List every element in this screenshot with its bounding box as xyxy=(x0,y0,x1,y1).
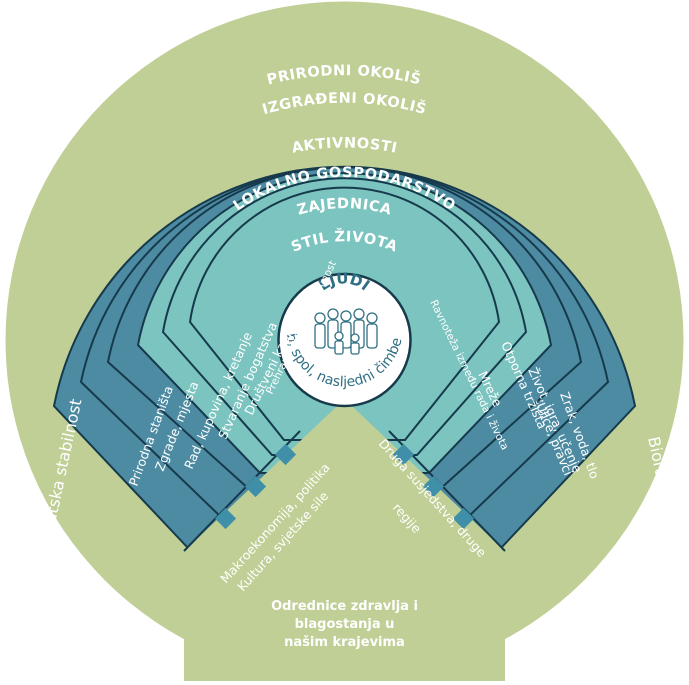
arrow-icon xyxy=(452,507,475,530)
people-group-icon xyxy=(314,308,378,355)
band-title: ZAJEDNICA xyxy=(296,196,394,219)
bottom-label-line-1: Odrednice zdravlja i xyxy=(271,599,418,614)
band-title: AKTIVNOSTI xyxy=(291,135,399,156)
bottom-label-line-2: blagostanja u xyxy=(295,617,395,632)
arrow-icon xyxy=(214,507,237,530)
determinants-wedge xyxy=(184,399,505,681)
outer-right-label: Bioraznolikost xyxy=(644,435,686,548)
bottom-label-line-3: našim krajevima xyxy=(284,635,405,650)
